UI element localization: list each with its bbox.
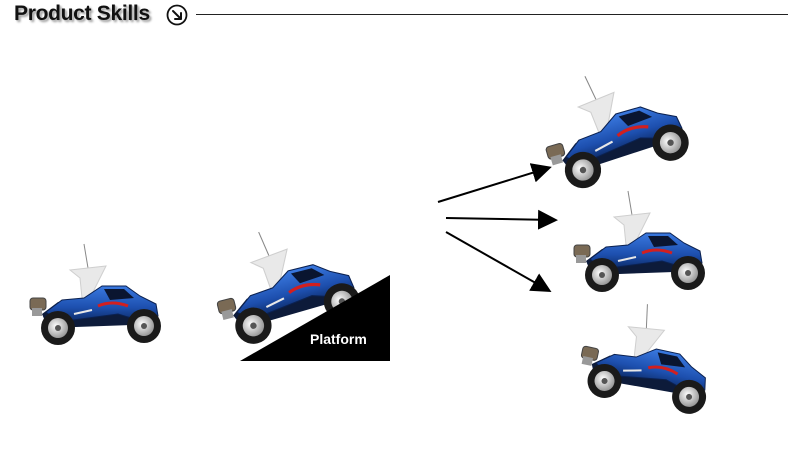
arrow-right — [445, 209, 558, 230]
section-title: Product Skills — [14, 2, 150, 25]
platform-ramp — [240, 275, 390, 361]
arrow-up-right — [437, 163, 552, 203]
arrow-down-right — [445, 231, 552, 292]
header-divider — [196, 14, 788, 15]
platform-label: Platform — [310, 331, 367, 347]
circle-arrow-down-right-icon — [166, 4, 188, 26]
direction-arrows — [437, 163, 558, 292]
rc-car-ground-image — [28, 242, 163, 347]
product-skills-illustration: Platform — [0, 32, 800, 450]
section-header: Product Skills — [0, 0, 800, 32]
rc-car-nosedown-image — [572, 291, 725, 421]
